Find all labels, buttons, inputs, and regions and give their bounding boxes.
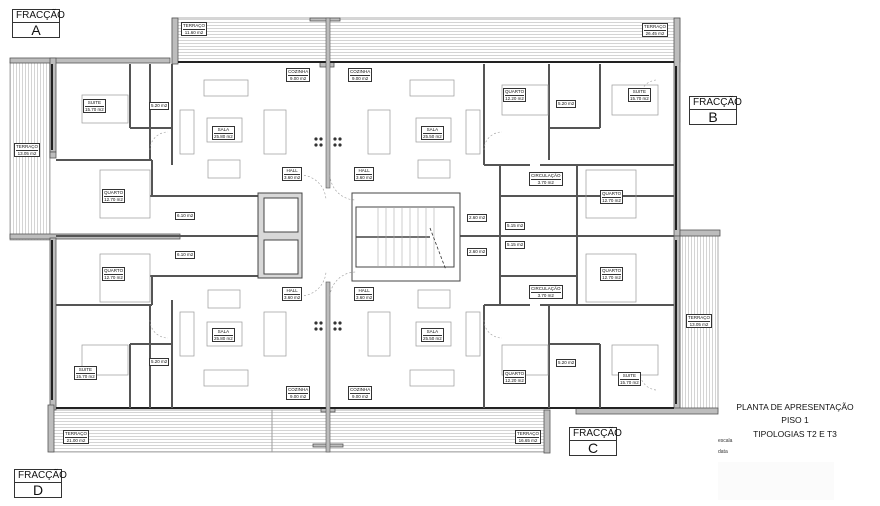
drawing-typologies: TIPOLOGIAS T2 E T3 bbox=[753, 429, 837, 439]
fraction-d-label: FRACÇÃO D bbox=[14, 469, 67, 498]
fraction-c-label: FRACÇÃO C bbox=[569, 427, 622, 456]
room-label-wc2-a: 6.10 m2 bbox=[175, 212, 196, 220]
drawing-title: PLANTA DE APRESENTAÇÃO bbox=[736, 402, 854, 412]
fraction-b-title: FRACÇÃO bbox=[690, 97, 742, 110]
room-label-wc2-d: 6.10 m2 bbox=[175, 251, 196, 259]
fraction-a-title: FRACÇÃO bbox=[13, 10, 65, 23]
terrace-top bbox=[171, 17, 681, 63]
fraction-c-title: FRACÇÃO bbox=[570, 428, 622, 441]
scale-label: escala bbox=[718, 438, 733, 444]
fraction-b-letter: B bbox=[708, 109, 718, 125]
room-label-wc-c: 5.20 m2 bbox=[556, 359, 577, 367]
room-label-wc3-c: 2.60 m2 bbox=[467, 248, 488, 256]
room-label-wc-b: 5.20 m2 bbox=[556, 100, 577, 108]
fraction-a-letter: A bbox=[31, 22, 41, 38]
date-label: data bbox=[718, 449, 728, 455]
fraction-d-letter: D bbox=[32, 482, 44, 498]
fraction-d-title: FRACÇÃO bbox=[15, 470, 67, 483]
room-label-wc-a: 5.20 m2 bbox=[149, 102, 170, 110]
room-label-wc3-b: 2.60 m2 bbox=[467, 214, 488, 222]
title-block-area bbox=[718, 462, 834, 500]
fraction-c-letter: C bbox=[587, 440, 599, 456]
fraction-a-label: FRACÇÃO A bbox=[12, 9, 65, 38]
room-label-wc2-b: 5.15 m2 bbox=[505, 222, 526, 230]
drawing-floor: PISO 1 bbox=[781, 415, 809, 425]
room-label-wc2-c: 5.15 m2 bbox=[505, 241, 526, 249]
fraction-b-label: FRACÇÃO B bbox=[689, 96, 742, 125]
room-label-wc-d: 5.20 m2 bbox=[149, 358, 170, 366]
